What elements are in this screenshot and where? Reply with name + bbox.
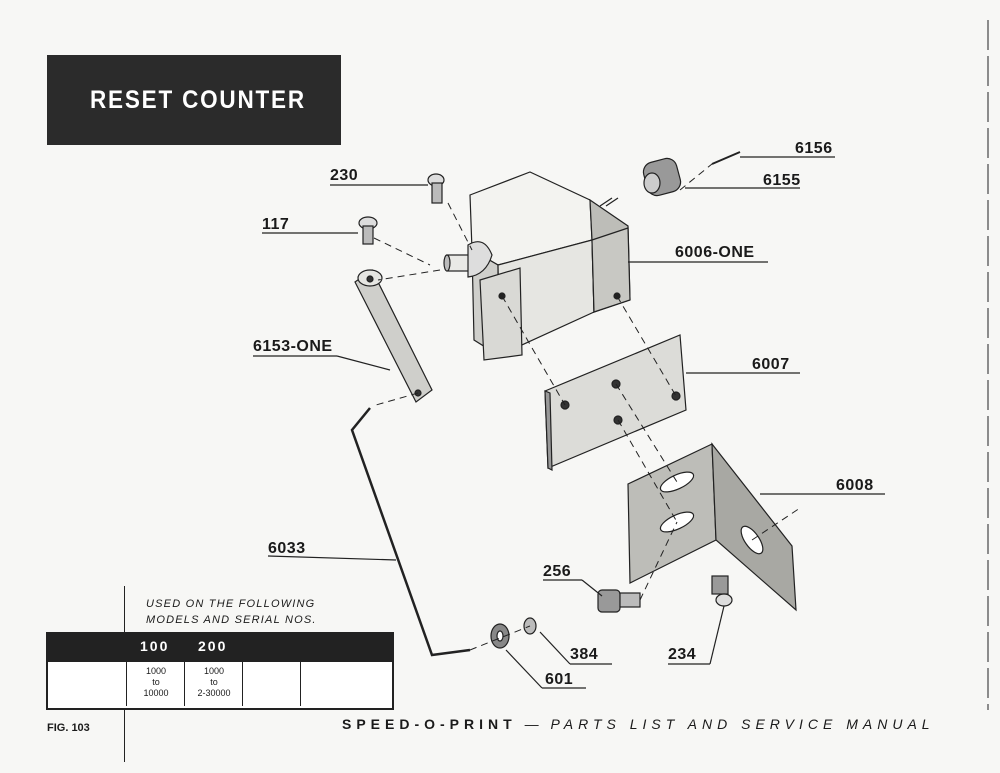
model-200: 200	[198, 638, 228, 654]
table-divider	[184, 634, 185, 706]
footer-dash: —	[524, 716, 543, 732]
model-100: 100	[140, 638, 170, 654]
table-divider	[242, 634, 243, 706]
serial-range-200: 1000 to 2-30000	[185, 666, 243, 699]
used-on-line-1: USED ON THE FOLLOWING	[146, 598, 316, 610]
callout-117: 117	[262, 216, 290, 233]
callout-6153-one: 6153-ONE	[253, 338, 333, 355]
table-divider	[300, 634, 301, 706]
callout-230: 230	[330, 167, 359, 184]
screw-256	[597, 589, 641, 613]
callout-6155: 6155	[763, 172, 801, 189]
knob-6155	[642, 157, 682, 197]
serial-to-word: to	[152, 677, 160, 687]
serial-to-word: to	[210, 677, 218, 687]
screw-230	[427, 173, 445, 204]
models-table-header	[48, 634, 392, 662]
page-title: RESET COUNTER	[90, 86, 306, 114]
screw-117	[358, 216, 378, 245]
page-footer: SPEED-O-PRINT — PARTS LIST AND SERVICE M…	[342, 716, 935, 732]
callout-256: 256	[543, 563, 572, 580]
serial-from: 1000	[203, 666, 225, 676]
callout-601: 601	[545, 671, 574, 688]
serial-to: 2-30000	[197, 688, 231, 698]
screw-234	[711, 575, 733, 607]
serial-range-100: 1000 to 10000	[127, 666, 185, 699]
title-banner	[47, 55, 341, 145]
counter-housing	[443, 171, 631, 361]
serial-from: 1000	[145, 666, 167, 676]
reset-rod	[350, 407, 471, 657]
callout-384: 384	[570, 646, 599, 663]
reset-lever	[354, 269, 433, 403]
serial-to: 10000	[143, 688, 169, 698]
callout-6033: 6033	[268, 540, 306, 557]
callout-6006-one: 6006-ONE	[675, 244, 755, 261]
table-divider	[126, 634, 127, 706]
angle-bracket	[627, 442, 797, 612]
used-on-heading: USED ON THE FOLLOWING MODELS AND SERIAL …	[146, 596, 317, 628]
footer-brand: SPEED-O-PRINT	[342, 716, 517, 732]
figure-number: FIG. 103	[47, 722, 90, 734]
callout-6007: 6007	[752, 356, 790, 373]
footer-subtitle: PARTS LIST AND SERVICE MANUAL	[550, 716, 935, 732]
washer-601	[490, 623, 510, 649]
callout-6008: 6008	[836, 477, 874, 494]
callout-6156: 6156	[795, 140, 833, 157]
models-table: 100 200 1000 to 10000 1000 to 2-30000	[46, 632, 394, 710]
pin-6156	[711, 151, 741, 165]
mounting-plate	[544, 334, 687, 471]
used-on-line-2: MODELS AND SERIAL NOS.	[146, 614, 317, 626]
callout-234: 234	[668, 646, 697, 663]
